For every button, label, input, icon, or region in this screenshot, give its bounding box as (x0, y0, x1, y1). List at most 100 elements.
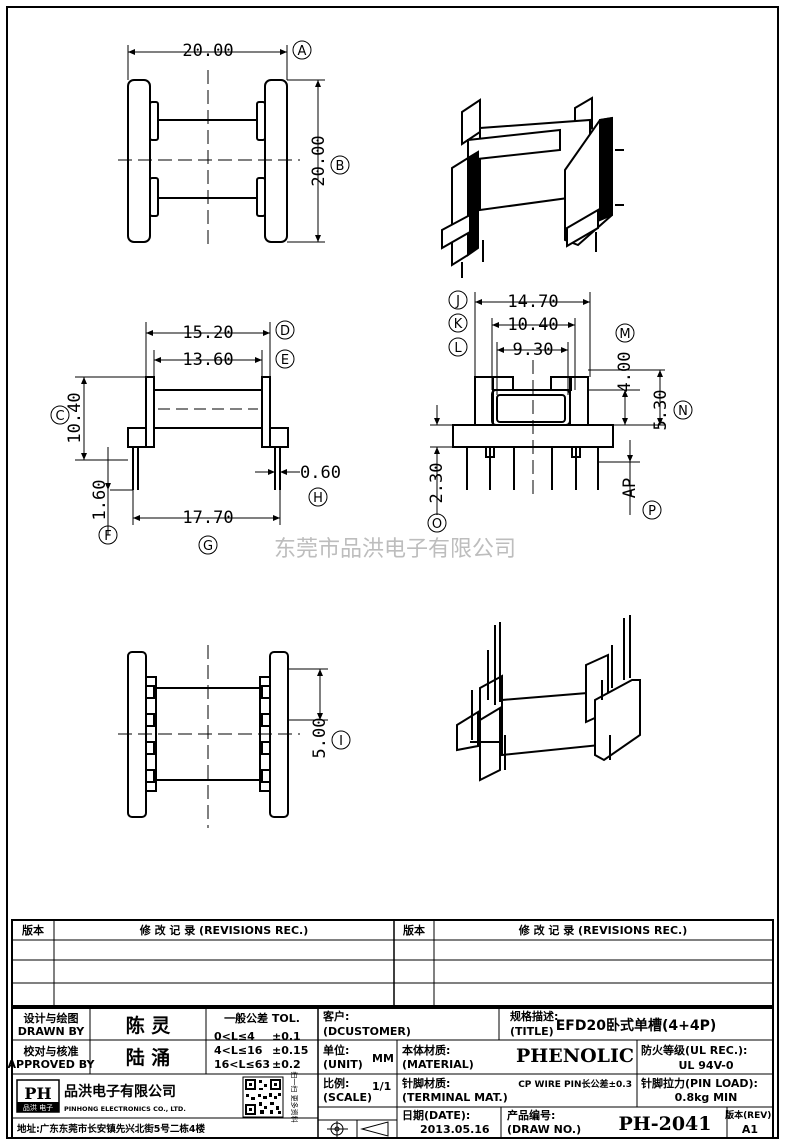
marker-g: G (203, 539, 213, 554)
dim-c-value: 10.40 (65, 392, 85, 443)
dim-l-value: 9.30 (513, 340, 554, 360)
material-label-cn: 本体材质: (402, 1043, 450, 1057)
dim-d-value: 15.20 (182, 323, 233, 343)
customer-label: 客户: (322, 1009, 349, 1023)
terminal-label-en: (TERMINAL MAT.) (402, 1091, 508, 1104)
dim-n-value: 5.30 (651, 390, 671, 431)
date-label: 日期(DATE): (402, 1108, 470, 1122)
title-label-en: (TITLE) (510, 1025, 554, 1038)
marker-k-circle (448, 313, 468, 333)
marker-c: C (55, 409, 64, 424)
top-view (118, 45, 325, 250)
dim-a-value: 20.00 (182, 41, 233, 61)
tol-range-2: 4<L≤16 (214, 1044, 263, 1057)
marker-n: N (678, 404, 688, 419)
dim-b-value: 20.00 (309, 135, 329, 186)
side-view (430, 292, 665, 515)
tol-value-3: ±0.2 (272, 1058, 301, 1071)
customer-value: (DCUSTOMER) (323, 1025, 411, 1038)
tol-range-3: 16<L≤63 (214, 1058, 270, 1071)
terminal-label-cn: 针脚材质: (402, 1076, 450, 1090)
marker-a-circle (292, 40, 312, 60)
marker-l-circle (448, 337, 468, 357)
dim-f-value: 1.60 (90, 480, 110, 521)
date-value: 2013.05.16 (420, 1123, 490, 1136)
approver-label-en: APPROVED BY (8, 1058, 96, 1071)
unit-label-cn: 单位: (323, 1043, 349, 1057)
revision-table (11, 919, 774, 1007)
scale-value: 1/1 (372, 1080, 391, 1093)
approver-label-cn: 校对与核准 (24, 1044, 79, 1058)
marker-n-circle (673, 400, 693, 420)
marker-b-circle (330, 155, 350, 175)
designer-name: 陈 灵 (126, 1014, 172, 1037)
company-logo-mark: PH (24, 1084, 51, 1103)
title-value: EFD20卧式单槽(4+4P) (556, 1017, 717, 1034)
marker-f-circle (98, 525, 118, 545)
material-value: PHENOLIC (516, 1045, 634, 1067)
dim-m-value: 4.00 (615, 352, 635, 393)
rev-label: 版本(REV): (724, 1109, 775, 1121)
company-name: 品洪电子有限公司 (64, 1083, 176, 1100)
marker-g-circle (198, 535, 218, 555)
scale-label-en: (SCALE) (323, 1091, 372, 1104)
dim-h-value: 0.60 (300, 463, 341, 483)
marker-o-circle (427, 513, 447, 533)
isometric-view-bottom (456, 615, 641, 782)
tol-range-1: 0<L≤4 (214, 1030, 255, 1043)
designer-label-cn: 设计与绘图 (24, 1011, 79, 1025)
marker-e-circle (275, 349, 295, 369)
flame-label: 防火等级(UL REC.): (641, 1043, 747, 1057)
marker-a: A (298, 44, 307, 59)
company-logo-sub: 品洪 电子 (23, 1103, 53, 1112)
marker-j-circle (448, 290, 468, 310)
marker-d-circle (275, 320, 295, 340)
marker-l: L (454, 341, 462, 356)
material-label-en: (MATERIAL) (402, 1058, 474, 1071)
dim-p-value: AP (620, 478, 640, 498)
revision-record-header-2: 修 改 记 录 (REVISIONS REC.) (518, 923, 688, 937)
marker-p: P (648, 504, 656, 519)
revision-version-header-2: 版本 (403, 923, 425, 937)
isometric-view-top (441, 96, 624, 278)
flame-value: UL 94V-0 (678, 1059, 733, 1072)
company-address: 地址:广东东莞市长安镇先兴北街5号二栋4楼 (17, 1123, 206, 1135)
marker-h-circle (308, 487, 328, 507)
company-logo: PH 品洪 电子 (16, 1079, 60, 1113)
marker-m: M (619, 327, 630, 342)
marker-i-circle (331, 730, 351, 750)
marker-j: J (455, 294, 460, 309)
company-name-en: PINHONG ELECTRONICS CO., LTD. (64, 1105, 186, 1113)
dim-g-value: 17.70 (182, 508, 233, 528)
scale-label-cn: 比例: (323, 1076, 349, 1090)
drawno-label-cn: 产品编号: (507, 1108, 555, 1122)
dim-k-value: 10.40 (507, 315, 558, 335)
designer-label-en: DRAWN BY (18, 1025, 86, 1038)
qr-caption: 扫一扫 更多资料 (290, 1071, 299, 1122)
tolerance-title: 一般公差 TOL. (224, 1011, 300, 1025)
tol-value-2: ±0.15 (272, 1044, 308, 1057)
drawno-label-en: (DRAW NO.) (507, 1123, 581, 1136)
terminal-value: CP WIRE PIN长公差±0.3 (518, 1078, 632, 1090)
marker-d: D (280, 324, 290, 339)
drawno-value: PH-2041 (618, 1113, 711, 1135)
dim-e-value: 13.60 (182, 350, 233, 370)
unit-value: MM (372, 1052, 394, 1065)
marker-k: K (454, 317, 463, 332)
sheet-border (6, 6, 779, 1139)
marker-f: F (104, 529, 111, 544)
tol-value-1: ±0.1 (272, 1030, 301, 1043)
marker-h: H (313, 491, 323, 506)
dim-i-value: 5.00 (310, 718, 330, 759)
marker-e: E (281, 353, 289, 368)
marker-c-circle (50, 405, 70, 425)
title-block-grid (11, 1007, 774, 1139)
unit-label-en: (UNIT) (323, 1058, 363, 1071)
revision-version-header: 版本 (22, 923, 44, 937)
approver-name: 陆 涌 (126, 1046, 171, 1069)
title-label-cn: 规格描述: (510, 1009, 558, 1023)
dim-o-value: 2.30 (427, 463, 447, 504)
marker-i: I (339, 734, 343, 749)
projection-symbol-icon (327, 1121, 389, 1137)
pinload-value: 0.8kg MIN (675, 1091, 738, 1104)
